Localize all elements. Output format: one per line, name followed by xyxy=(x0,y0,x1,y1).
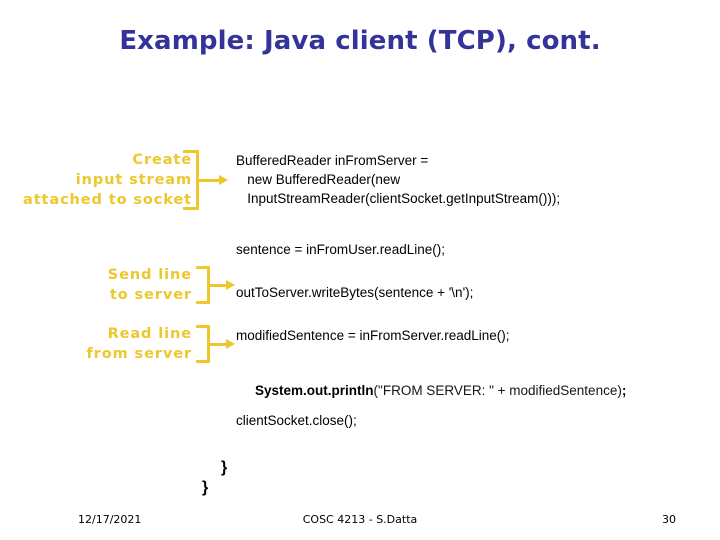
arrow-icon-2-shaft xyxy=(209,283,227,287)
bracket-icon-3 xyxy=(196,325,210,363)
code-block-socket-close: clientSocket.close(); xyxy=(236,413,357,428)
footer-date: 12/17/2021 xyxy=(78,513,142,526)
page-title: Example: Java client (TCP), cont. xyxy=(119,26,601,56)
arrow-icon-1-head xyxy=(219,174,228,185)
bracket-icon-2 xyxy=(196,266,210,304)
code-block-read-user-line: sentence = inFromUser.readLine(); xyxy=(236,242,445,257)
code-println-keyword: System.out.println xyxy=(255,383,374,398)
annotation-create-input-stream: Create input stream attached to socket xyxy=(23,152,192,208)
code-block-buffered-reader: BufferedReader inFromServer = new Buffer… xyxy=(236,153,561,206)
footer-page-number: 30 xyxy=(662,513,676,526)
code-block-println: System.out.println("FROM SERVER: " + mod… xyxy=(240,368,626,413)
bracket-icon-1 xyxy=(183,150,199,210)
arrow-icon-3-shaft xyxy=(209,342,227,346)
code-block-modified-sentence: modifiedSentence = inFromServer.readLine… xyxy=(236,328,510,343)
code-println-terminator: ; xyxy=(621,383,627,398)
code-block-write-bytes: outToServer.writeBytes(sentence + '\n'); xyxy=(236,285,474,300)
code-println-args: ("FROM SERVER: " + modifiedSentence) xyxy=(373,383,622,398)
closing-brace-outer: } xyxy=(202,479,209,496)
annotation-read-line-from-server: Read line from server xyxy=(86,326,192,362)
footer-course: COSC 4213 - S.Datta xyxy=(302,513,418,526)
closing-brace-inner: } xyxy=(221,459,228,476)
arrow-icon-1-shaft xyxy=(198,178,220,182)
arrow-icon-3-head xyxy=(226,338,235,349)
arrow-icon-2-head xyxy=(226,279,235,290)
annotation-send-line-to-server: Send line to server xyxy=(107,267,192,303)
